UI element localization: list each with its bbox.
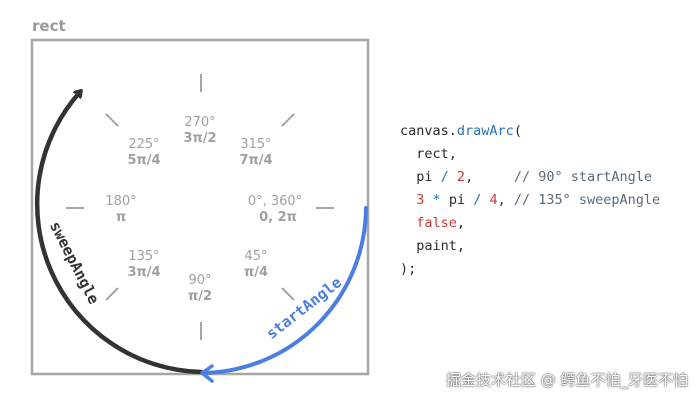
code-line-5: false, [400,212,660,235]
code-multiply: * [432,192,441,208]
code-comma: , [465,169,514,185]
code-divide: / [440,169,449,185]
angle-labels: 0°, 360° 0, 2π 45° π/4 90° π/2 135° 3π/4… [105,115,302,304]
code-divide: / [473,192,482,208]
code-comment-start: // 90° startAngle [513,169,653,185]
tick-45 [281,287,295,301]
angle-45-deg: 45° [244,249,267,264]
code-space [449,169,457,185]
code-line-7: ); [400,261,417,277]
code-number: 4 [489,192,498,208]
code-line-2: rect, [400,146,457,162]
code-comma: , [497,192,514,208]
code-space [424,192,432,208]
angle-180-deg: 180° [105,194,136,209]
angle-0-rad: 0, 2π [259,210,297,225]
code-canvas: canvas. [400,123,457,139]
code-pi: pi [440,192,474,208]
code-comma: , [456,215,466,231]
angle-90-rad: π/2 [188,289,212,304]
angle-ticks [66,74,334,340]
angle-90-deg: 90° [188,273,211,288]
code-number: 2 [456,169,466,185]
code-line-4: 3 * pi / 4, // 135° sweepAngle [400,189,660,212]
tick-315 [281,113,295,127]
angle-135-deg: 135° [128,249,159,264]
angle-270-deg: 270° [184,115,215,130]
start-arc-arrowhead [200,364,214,383]
angle-315-deg: 315° [240,137,271,152]
watermark: 掘金技术社区 @ 鳄鱼不怕_牙医不怕 [445,371,688,389]
angle-0-deg: 0°, 360° [248,194,302,209]
code-drawarc: drawArc [456,123,514,139]
angle-45-rad: π/4 [244,265,268,280]
tick-135 [105,287,119,301]
code-line-3: pi / 2, // 90° startAngle [400,166,660,189]
sweep-angle-label: sweepAngle [46,218,103,307]
sweep-arc [34,92,204,375]
tick-225 [105,113,119,127]
angle-135-rad: 3π/4 [127,265,160,280]
code-indent [400,215,416,231]
code-number: 3 [416,192,425,208]
code-false: false [416,215,457,231]
code-line-1: canvas.drawArc( [400,120,660,143]
code-indent [400,192,416,208]
code-open-paren: ( [513,123,522,139]
angle-225-rad: 5π/4 [127,153,160,168]
angle-315-rad: 7π/4 [239,153,272,168]
angle-270-rad: 3π/2 [183,131,216,146]
angle-225-deg: 225° [128,137,159,152]
code-comment-sweep: // 135° sweepAngle [513,192,661,208]
rect-label: rect [32,17,66,35]
code-line-6: paint, [400,238,466,254]
code-pi: pi [400,169,441,185]
code-snippet: canvas.drawArc( rect, pi / 2, // 90° sta… [400,120,660,281]
angle-180-rad: π [116,210,126,225]
start-arc [202,206,368,375]
